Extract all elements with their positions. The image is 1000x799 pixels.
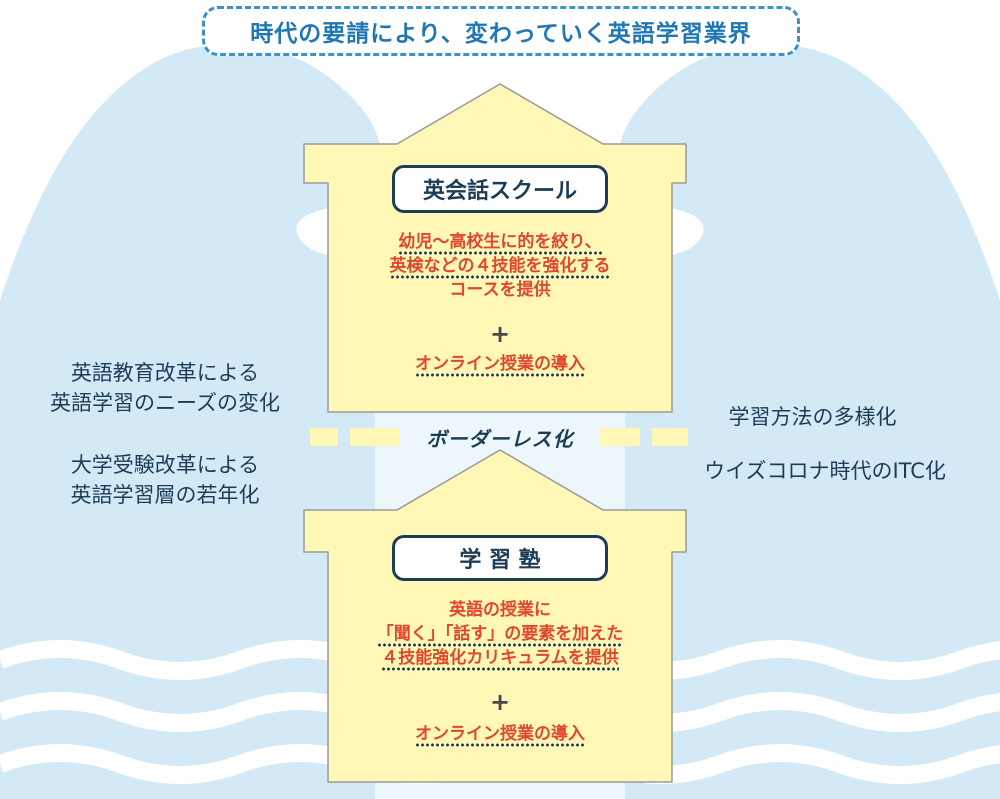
right-cloud-shape [570,44,1000,799]
top-house-description: 幼児〜高校生に的を絞り、 英検などの４技能を強化する コースを提供 [330,230,670,302]
band-dash [600,428,640,446]
right-note-itc: ウイズコロナ時代のITC化 [704,459,946,483]
borderless-label: ボーダーレス化 [426,427,574,451]
band-dash [652,428,688,446]
left-note-exam: 大学受験改革による 英語学習層の若年化 [70,453,260,507]
bottom-house-shape [303,449,687,783]
top-line-3: コースを提供 [449,280,551,300]
bottom-house-label: 学 習 塾 [392,535,608,581]
band-dash [350,428,400,446]
bottom-line-1: 英語の授業に [449,600,551,620]
top-line-1: 幼児〜高校生に的を絞り、 [330,230,670,255]
bottom-line-4: オンライン授業の導入 [330,722,670,747]
right-note-methods: 学習方法の多様化 [728,405,897,429]
headline: 時代の要請により、変わっていく英語学習業界 [202,6,800,56]
bottom-house-description: 英語の授業に 「聞く」「話す」の要素を加えた ４技能強化カリキュラムを提供 [330,598,670,671]
bottom-line-3: ４技能強化カリキュラムを提供 [330,646,670,671]
bottom-plus-sign: + [489,688,511,716]
top-line-4: オンライン授業の導入 [330,352,670,377]
top-plus-sign: + [489,320,511,348]
bottom-line-2: 「聞く」「話す」の要素を加えた [330,622,670,647]
band-dash [310,428,338,446]
left-cloud-shape [0,44,430,799]
top-line-2: 英検などの４技能を強化する [330,254,670,279]
left-note-reform: 英語教育改革による 英語学習のニーズの変化 [50,361,280,415]
top-house-label: 英会話スクール [392,165,608,213]
